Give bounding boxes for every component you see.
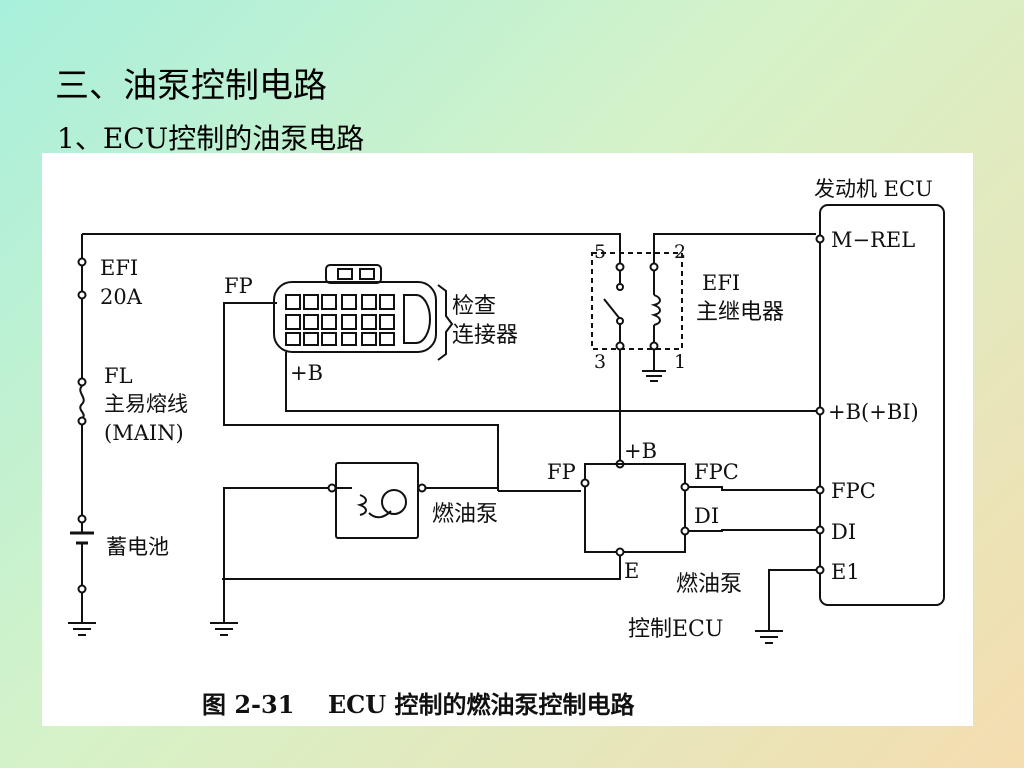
circuit-diagram: 发动机 ECU M−REL +B(+BI) FPC DI E1 EFI 20A … xyxy=(42,153,973,726)
fusible-link-cn: 主易熔线 xyxy=(104,392,188,416)
pump-ecu-box xyxy=(584,463,686,553)
pump-ecu-fpc-label: FPC xyxy=(694,460,739,484)
pump-ecu-fp-label: FP xyxy=(547,460,576,484)
pump-ecu-label-1: 燃油泵 xyxy=(676,572,742,597)
ecu-title: 发动机 ECU xyxy=(814,177,933,201)
fusible-link-main: (MAIN) xyxy=(104,421,184,445)
relay-terminal-1: 1 xyxy=(674,351,686,373)
fusible-link-label: FL xyxy=(104,364,133,388)
check-connector-label-1: 检查 xyxy=(452,294,496,319)
ecu-pin-fpc: FPC xyxy=(831,479,876,503)
ecu-pin-mrel: M−REL xyxy=(831,228,915,252)
slide-subtitle: 1、ECU控制的油泵电路 xyxy=(57,122,365,155)
check-connector xyxy=(273,264,454,361)
ecu-box xyxy=(819,204,945,606)
fuse-efi-label: EFI xyxy=(100,256,138,280)
slide-title: 三、油泵控制电路 xyxy=(55,66,327,106)
pump-ecu-di-label: DI xyxy=(694,504,719,528)
relay-terminal-5: 5 xyxy=(594,241,606,263)
connector-fp-label: FP xyxy=(224,274,253,298)
ecu-pin-e1: E1 xyxy=(831,560,860,584)
relay-terminal-3: 3 xyxy=(594,351,606,373)
connector-b-label: +B xyxy=(290,361,323,385)
circuit-svg: 发动机 ECU M−REL +B(+BI) FPC DI E1 EFI 20A … xyxy=(68,177,945,719)
battery-label: 蓄电池 xyxy=(106,535,169,559)
fuel-pump-label: 燃油泵 xyxy=(432,502,498,527)
fuse-efi-rating: 20A xyxy=(100,285,143,309)
pump-ecu-e-label: E xyxy=(624,559,639,583)
efi-relay-box xyxy=(591,252,683,350)
figure-caption: 图 2-31 ECU 控制的燃油泵控制电路 xyxy=(202,690,636,719)
fuel-pump-box xyxy=(335,462,419,539)
relay-cn-name: 主继电器 xyxy=(696,300,784,325)
ecu-pin-di: DI xyxy=(831,520,856,544)
relay-terminal-2: 2 xyxy=(674,241,686,263)
pump-ecu-b-label: +B xyxy=(624,439,657,463)
check-connector-label-2: 连接器 xyxy=(452,323,518,348)
ecu-pin-b: +B(+BI) xyxy=(828,400,919,424)
relay-name: EFI xyxy=(702,271,740,295)
pump-ecu-label-2: 控制ECU xyxy=(628,617,723,642)
